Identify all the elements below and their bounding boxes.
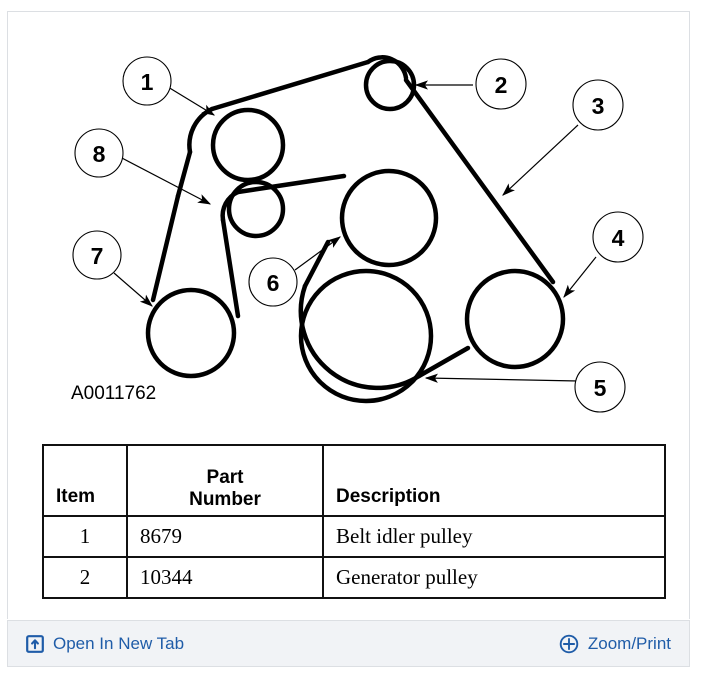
belt-routing-diagram: 1 2 3 4 5 6 7 8 A0011762 — [16, 24, 697, 424]
callout-circle-2 — [475, 58, 527, 110]
pulley-7 — [145, 287, 237, 379]
pulley-8 — [226, 179, 286, 239]
callout-circle-7 — [72, 230, 122, 280]
zoom-print-button[interactable]: Zoom/Print — [559, 634, 671, 654]
zoom-print-label: Zoom/Print — [587, 634, 671, 653]
cell-item: 1 — [42, 515, 128, 558]
column-header-part-number-line1: Part — [206, 467, 244, 488]
callout-circle-4 — [592, 211, 644, 263]
pulley-4 — [464, 268, 566, 370]
callout-label-6: 6 — [267, 270, 280, 296]
callout-circle-3 — [572, 79, 624, 131]
leader-5 — [424, 373, 579, 383]
open-in-new-tab-label: Open In New Tab — [53, 634, 185, 653]
column-header-description: Description — [322, 444, 666, 517]
column-header-part-number: Part Number — [126, 444, 324, 517]
callout-circle-8 — [74, 128, 124, 178]
pulley-2 — [363, 58, 417, 112]
table-body: 1 8679 Belt idler pulley 2 10344 Generat… — [42, 515, 666, 599]
leader-3 — [502, 124, 579, 196]
cell-description: Belt idler pulley — [322, 515, 666, 558]
callout-circle-1 — [122, 56, 172, 106]
viewer-toolbar: Open In New Tab Zoom/Print — [7, 620, 690, 667]
cell-part-number: 10344 — [126, 556, 324, 599]
parts-table: Item Part Number Description 1 8679 Belt… — [42, 444, 666, 599]
figure-code-label: A0011762 — [71, 383, 156, 404]
table-row: 1 8679 Belt idler pulley — [42, 515, 666, 558]
table-row: 2 10344 Generator pulley — [42, 556, 666, 599]
column-header-part-number-line2: Number — [189, 489, 261, 510]
callout-label-1: 1 — [141, 69, 154, 95]
cell-item: 2 — [42, 556, 128, 599]
open-in-new-tab-icon — [26, 634, 44, 653]
callout-label-8: 8 — [93, 141, 106, 167]
leader-1 — [167, 86, 216, 116]
callout-circle-6 — [248, 257, 298, 307]
content-panel: 1 2 3 4 5 6 7 8 A0011762 Item — [7, 11, 690, 619]
open-in-new-tab-button[interactable]: Open In New Tab — [26, 634, 185, 653]
cell-part-number: 8679 — [126, 515, 324, 558]
leader-6 — [294, 236, 341, 271]
callout-circle-5 — [574, 361, 626, 413]
table-header-row: Item Part Number Description — [42, 444, 666, 517]
cell-description: Generator pulley — [322, 556, 666, 599]
column-header-item: Item — [42, 444, 128, 517]
leader-8 — [119, 156, 212, 205]
pulley-5 — [298, 268, 434, 404]
callout-label-7: 7 — [91, 243, 104, 269]
plus-circle-icon — [559, 634, 579, 654]
pulley-1 — [210, 107, 286, 183]
callout-label-5: 5 — [594, 375, 607, 401]
callout-label-3: 3 — [592, 93, 605, 119]
callout-label-2: 2 — [495, 72, 508, 98]
table-header: Item Part Number Description — [42, 444, 666, 517]
leader-7 — [113, 272, 153, 307]
leader-4 — [563, 256, 597, 298]
pulley-6 — [339, 168, 439, 268]
callout-label-4: 4 — [612, 225, 625, 251]
